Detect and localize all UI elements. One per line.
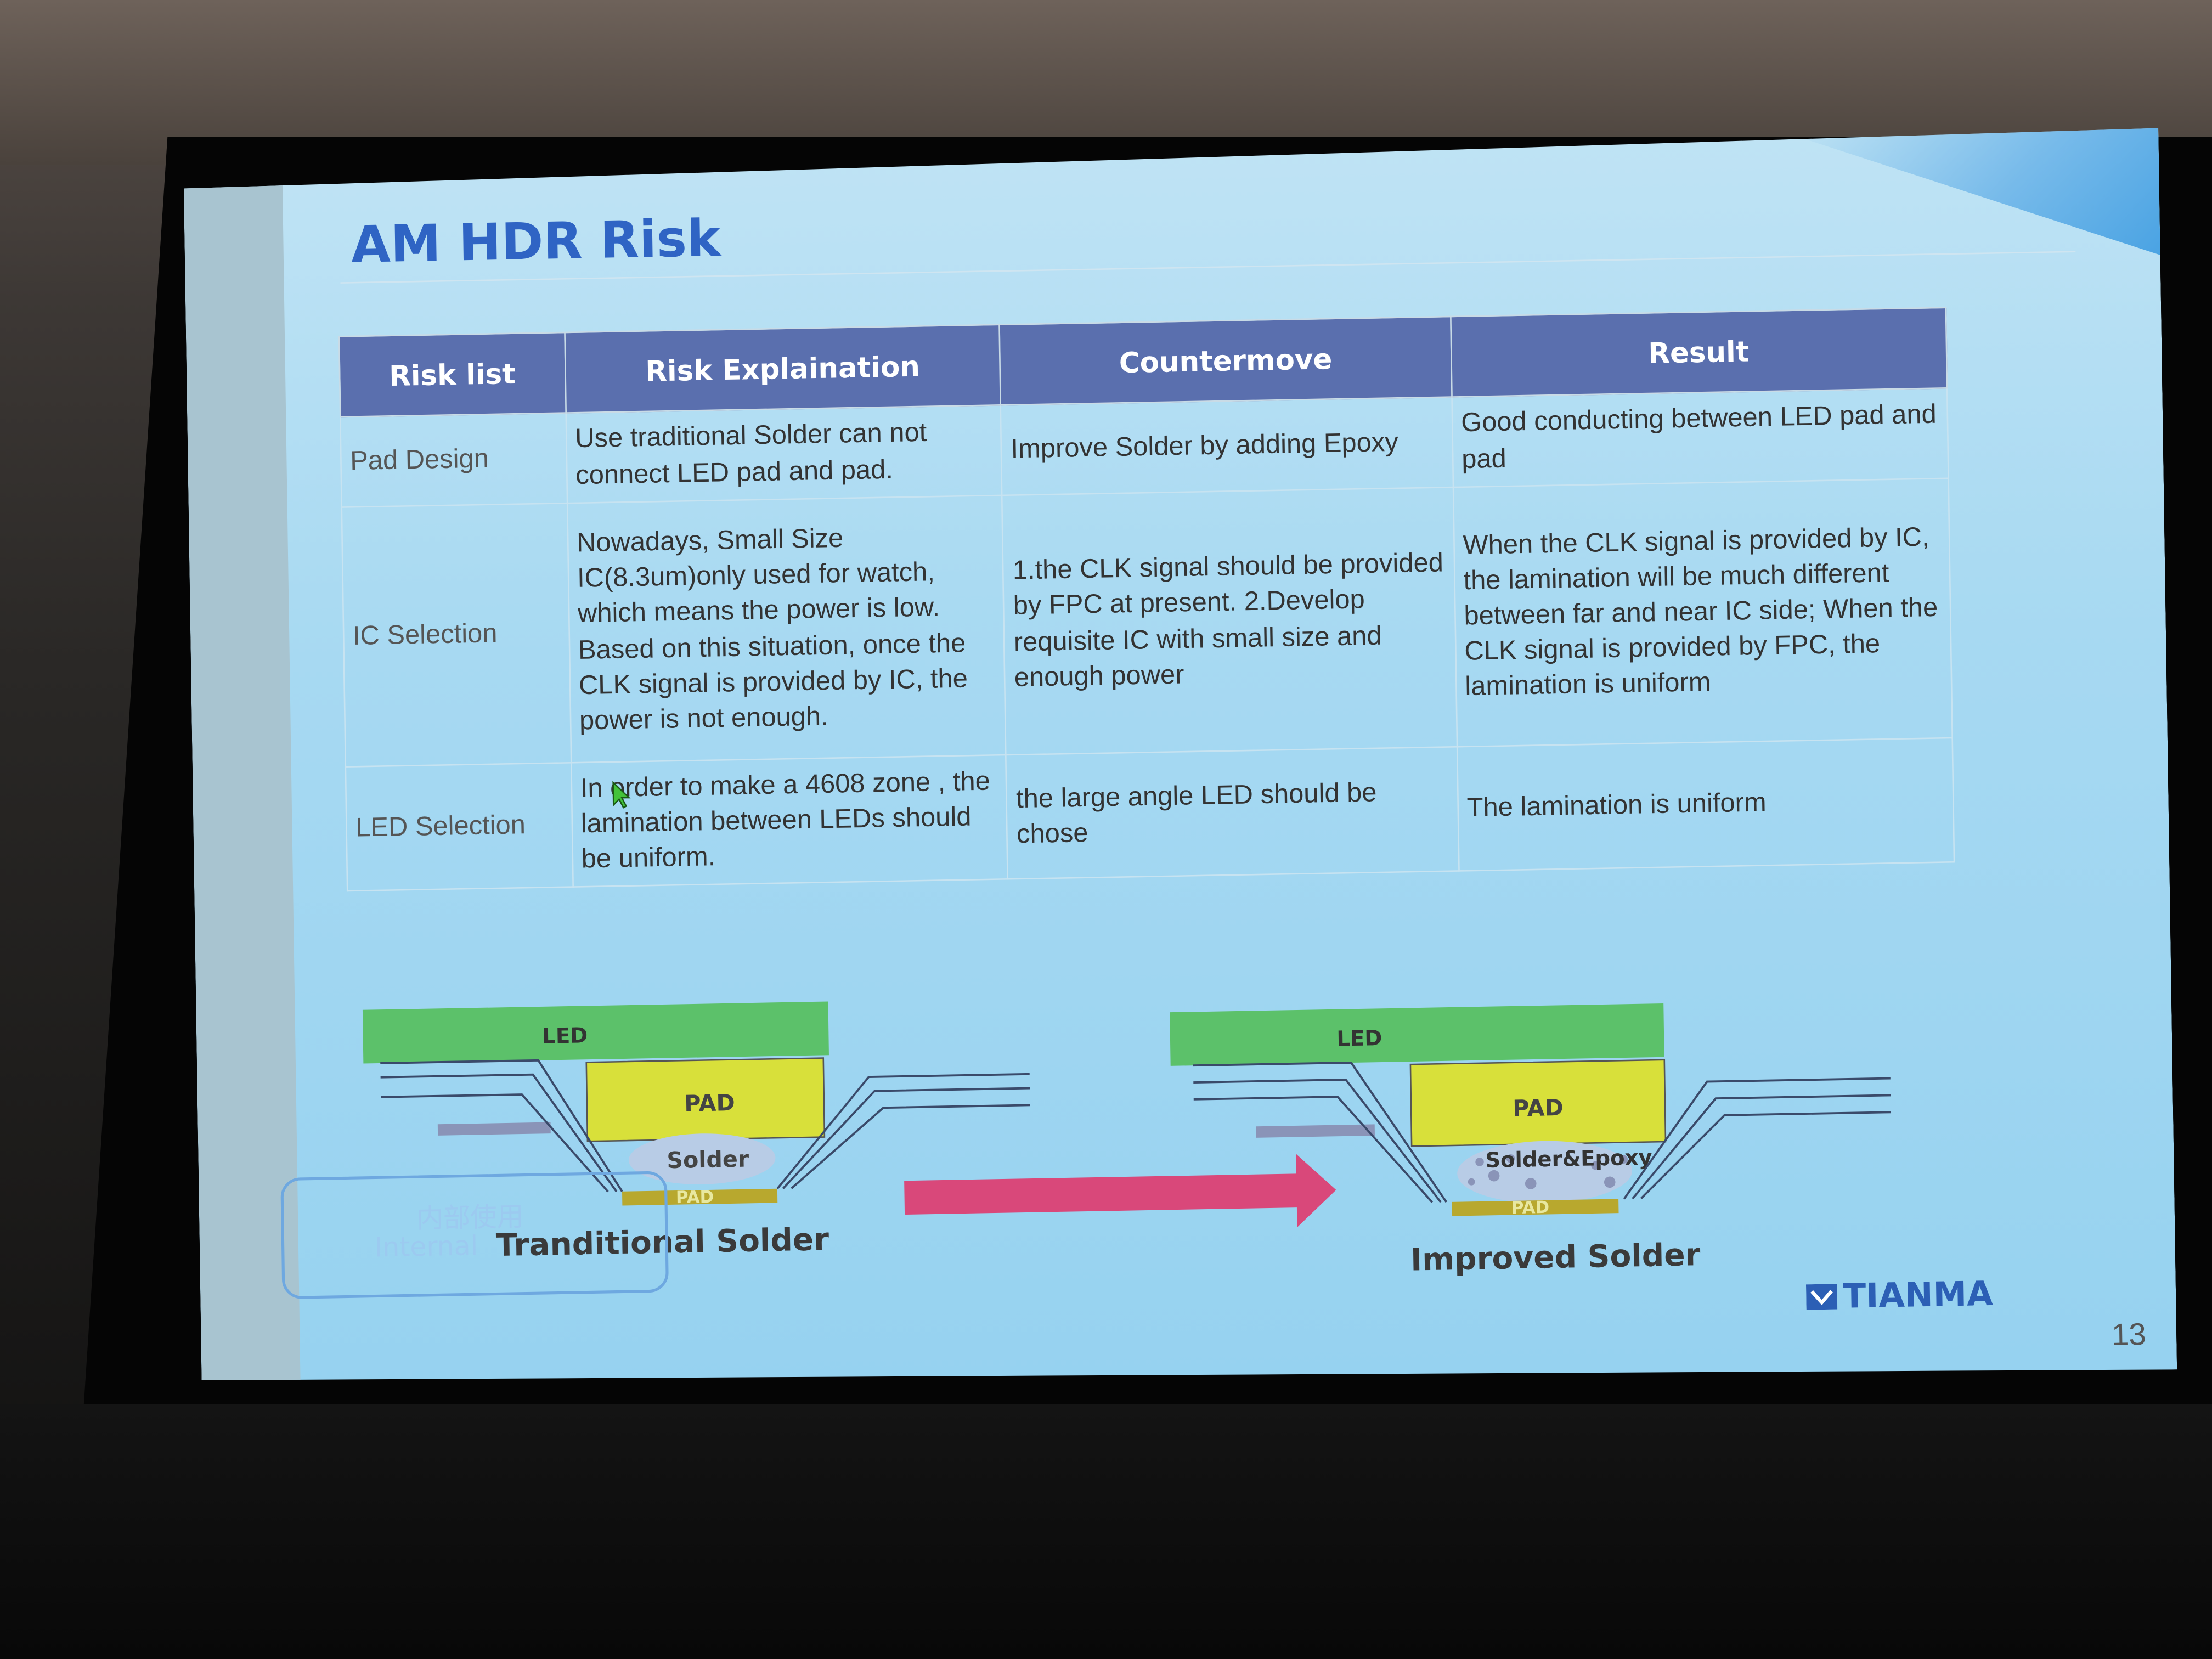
pad-top-label: PAD [684, 1090, 735, 1117]
right-arrow-icon [904, 1153, 1337, 1234]
substrate-strip [438, 1122, 551, 1136]
pad-bottom-label: PAD [676, 1187, 714, 1207]
pad-bottom [1452, 1199, 1619, 1216]
pad-bottom [622, 1189, 777, 1206]
led-block [1170, 1003, 1664, 1066]
arrow [904, 1153, 1337, 1234]
right-caption: Improved Solder [1410, 1237, 1701, 1278]
page-number: 13 [2111, 1316, 2147, 1353]
epoxy-dots [1468, 1152, 1628, 1190]
left-caption: Tranditional Solder [496, 1221, 830, 1263]
substrate-strip [1256, 1124, 1375, 1137]
substrate-lines [380, 1052, 1031, 1196]
led-label: LED [1336, 1026, 1383, 1051]
watermark-cn: 内部使用 [416, 1201, 524, 1235]
substrate-lines [1193, 1053, 1892, 1206]
mouse-pointer-icon [610, 779, 633, 810]
solder-diagrams: LED PAD Solder PAD Tranditional Solder [183, 128, 2177, 1405]
pad-top-label: PAD [1513, 1094, 1564, 1122]
led-label: LED [542, 1023, 588, 1048]
tianma-logo-icon [1806, 1284, 1837, 1310]
brand-logo: TIANMA [1806, 1274, 1994, 1317]
traditional-solder-diagram: LED PAD Solder PAD Tranditional Solder [363, 998, 1032, 1266]
pad-bottom-label: PAD [1511, 1198, 1550, 1218]
led-block [363, 1002, 829, 1064]
solder-epoxy-label: Solder&Epoxy [1485, 1146, 1652, 1173]
solder-label: Solder [667, 1146, 749, 1173]
solder-epoxy-blob [1457, 1139, 1633, 1205]
brand-name: TIANMA [1842, 1274, 1994, 1317]
projected-slide: AM HDR Risk Risk list Risk Explaination … [183, 128, 2177, 1405]
watermark-en: Internal [374, 1231, 478, 1264]
room-floor [0, 1404, 2212, 1659]
solder-blob [628, 1132, 776, 1186]
improved-solder-diagram: LED PAD Solder&Epoxy PAD [1170, 1000, 1893, 1283]
